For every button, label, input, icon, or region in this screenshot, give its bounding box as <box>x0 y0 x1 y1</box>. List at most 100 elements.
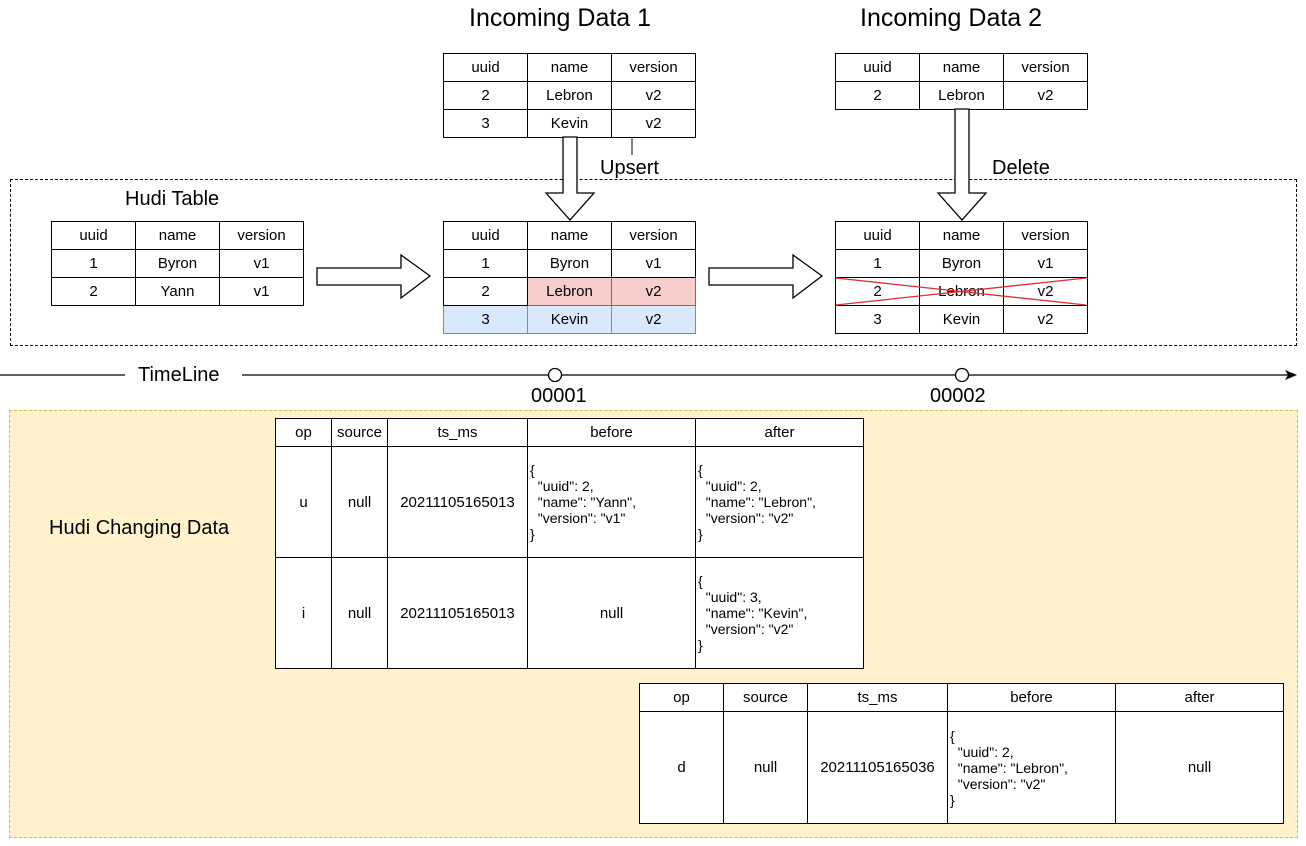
table-cell: Byron <box>919 249 1004 278</box>
table-cell: v2 <box>611 109 696 138</box>
table-header-row: op source ts_ms before after <box>639 683 1284 712</box>
table-header-row: uuid name version <box>443 53 696 82</box>
table-row: 2 Lebron v2 <box>835 81 1088 110</box>
timeline-label: TimeLine <box>138 364 220 386</box>
table-row: 3 Kevin v2 <box>443 109 696 138</box>
json-cell: { "uuid": 2, "name": "Lebron", "version"… <box>695 446 864 558</box>
instant-marker-2 <box>954 367 970 383</box>
inserted-cell: v2 <box>611 305 696 334</box>
table-cell: 3 <box>443 109 528 138</box>
json-cell: { "uuid": 3, "name": "Kevin", "version":… <box>695 557 864 669</box>
change-log-table-2: op source ts_ms before after d null 2021… <box>639 683 1284 824</box>
incoming-data-1-title: Incoming Data 1 <box>469 4 652 32</box>
table-row: i null 20211105165013 null { "uuid": 3, … <box>275 557 864 669</box>
table-header-row: uuid name version <box>51 221 304 250</box>
table-cell: 1 <box>51 249 136 278</box>
right-arrow-1 <box>316 253 432 300</box>
table-cell: v1 <box>219 277 304 306</box>
table-cell: 1 <box>443 249 528 278</box>
instant-label-2: 00002 <box>930 385 986 407</box>
header-cell: uuid <box>443 53 528 82</box>
header-cell: version <box>219 221 304 250</box>
incoming-2-table: uuid name version 2 Lebron v2 <box>835 53 1088 110</box>
down-arrow-upsert <box>544 136 596 221</box>
header-cell: name <box>135 221 220 250</box>
timeline-arrowhead <box>1285 370 1297 380</box>
table-row: 1 Byron v1 <box>51 249 304 278</box>
hudi-table-after-upsert: uuid name version 1 Byron v1 2 Lebron v2… <box>443 221 696 334</box>
inserted-cell: Kevin <box>527 305 612 334</box>
table-cell: v1 <box>611 249 696 278</box>
header-cell: before <box>527 418 696 447</box>
table-cell: null <box>527 557 696 669</box>
change-log-table-1: op source ts_ms before after u null 2021… <box>275 418 864 669</box>
table-header-row: uuid name version <box>443 221 696 250</box>
hudi-table-region <box>10 179 1297 346</box>
instant-label-1: 00001 <box>531 385 587 407</box>
table-cell: 2 <box>443 277 528 306</box>
table-cell: v1 <box>219 249 304 278</box>
table-cell: v2 <box>1003 305 1088 334</box>
table-cell: Yann <box>135 277 220 306</box>
hudi-table-initial: uuid name version 1 Byron v1 2 Yann v1 <box>51 221 304 306</box>
inserted-cell: 3 <box>443 305 528 334</box>
header-cell: name <box>919 53 1004 82</box>
table-cell: null <box>723 711 808 824</box>
header-cell: source <box>331 418 388 447</box>
table-cell: Byron <box>135 249 220 278</box>
table-row: 2 Lebron v2 <box>443 81 696 110</box>
changing-data-title: Hudi Changing Data <box>49 517 230 539</box>
table-row: d null 20211105165036 { "uuid": 2, "name… <box>639 711 1284 824</box>
table-row: 2 Yann v1 <box>51 277 304 306</box>
inserted-row: 3 Kevin v2 <box>443 305 696 334</box>
incoming-data-2-title: Incoming Data 2 <box>860 4 1043 32</box>
header-cell: version <box>611 221 696 250</box>
table-cell: u <box>275 446 332 558</box>
header-cell: name <box>919 221 1004 250</box>
table-cell: d <box>639 711 724 824</box>
table-cell: 2 <box>443 81 528 110</box>
json-cell: { "uuid": 2, "name": "Lebron", "version"… <box>947 711 1116 824</box>
json-cell: { "uuid": 2, "name": "Yann", "version": … <box>527 446 696 558</box>
table-cell: 3 <box>835 305 920 334</box>
table-row: 1 Byron v1 <box>835 249 1088 278</box>
down-arrow-delete <box>936 108 988 221</box>
table-header-row: uuid name version <box>835 53 1088 82</box>
table-cell: v2 <box>611 81 696 110</box>
right-arrow-2 <box>708 253 824 300</box>
table-header-row: uuid name version <box>835 221 1088 250</box>
table-row: 3 Kevin v2 <box>835 305 1088 334</box>
table-cell: v2 <box>1003 81 1088 110</box>
table-cell: 2 <box>51 277 136 306</box>
updated-row: 2 Lebron v2 <box>443 277 696 306</box>
header-cell: op <box>639 683 724 712</box>
table-header-row: op source ts_ms before after <box>275 418 864 447</box>
header-cell: version <box>1003 221 1088 250</box>
table-row: 1 Byron v1 <box>443 249 696 278</box>
table-row: u null 20211105165013 { "uuid": 2, "name… <box>275 446 864 558</box>
hudi-table-title: Hudi Table <box>125 188 220 210</box>
table-cell: null <box>1115 711 1284 824</box>
table-cell: 20211105165013 <box>387 446 528 558</box>
upsert-label: Upsert <box>600 157 659 179</box>
table-cell: 2 <box>835 81 920 110</box>
table-cell: null <box>331 557 388 669</box>
updated-cell: Lebron <box>527 277 612 306</box>
header-cell: uuid <box>443 221 528 250</box>
incoming-1-table: uuid name version 2 Lebron v2 3 Kevin v2 <box>443 53 696 138</box>
instant-marker-1 <box>547 367 563 383</box>
delete-label: Delete <box>992 157 1050 179</box>
strike-line-2 <box>835 277 1087 306</box>
table-cell: Kevin <box>919 305 1004 334</box>
table-cell: null <box>331 446 388 558</box>
table-cell: 20211105165036 <box>807 711 948 824</box>
header-cell: source <box>723 683 808 712</box>
table-cell: Lebron <box>527 81 612 110</box>
header-cell: after <box>695 418 864 447</box>
header-cell: version <box>1003 53 1088 82</box>
updated-cell: v2 <box>611 277 696 306</box>
header-cell: uuid <box>835 221 920 250</box>
table-cell: 20211105165013 <box>387 557 528 669</box>
header-cell: after <box>1115 683 1284 712</box>
